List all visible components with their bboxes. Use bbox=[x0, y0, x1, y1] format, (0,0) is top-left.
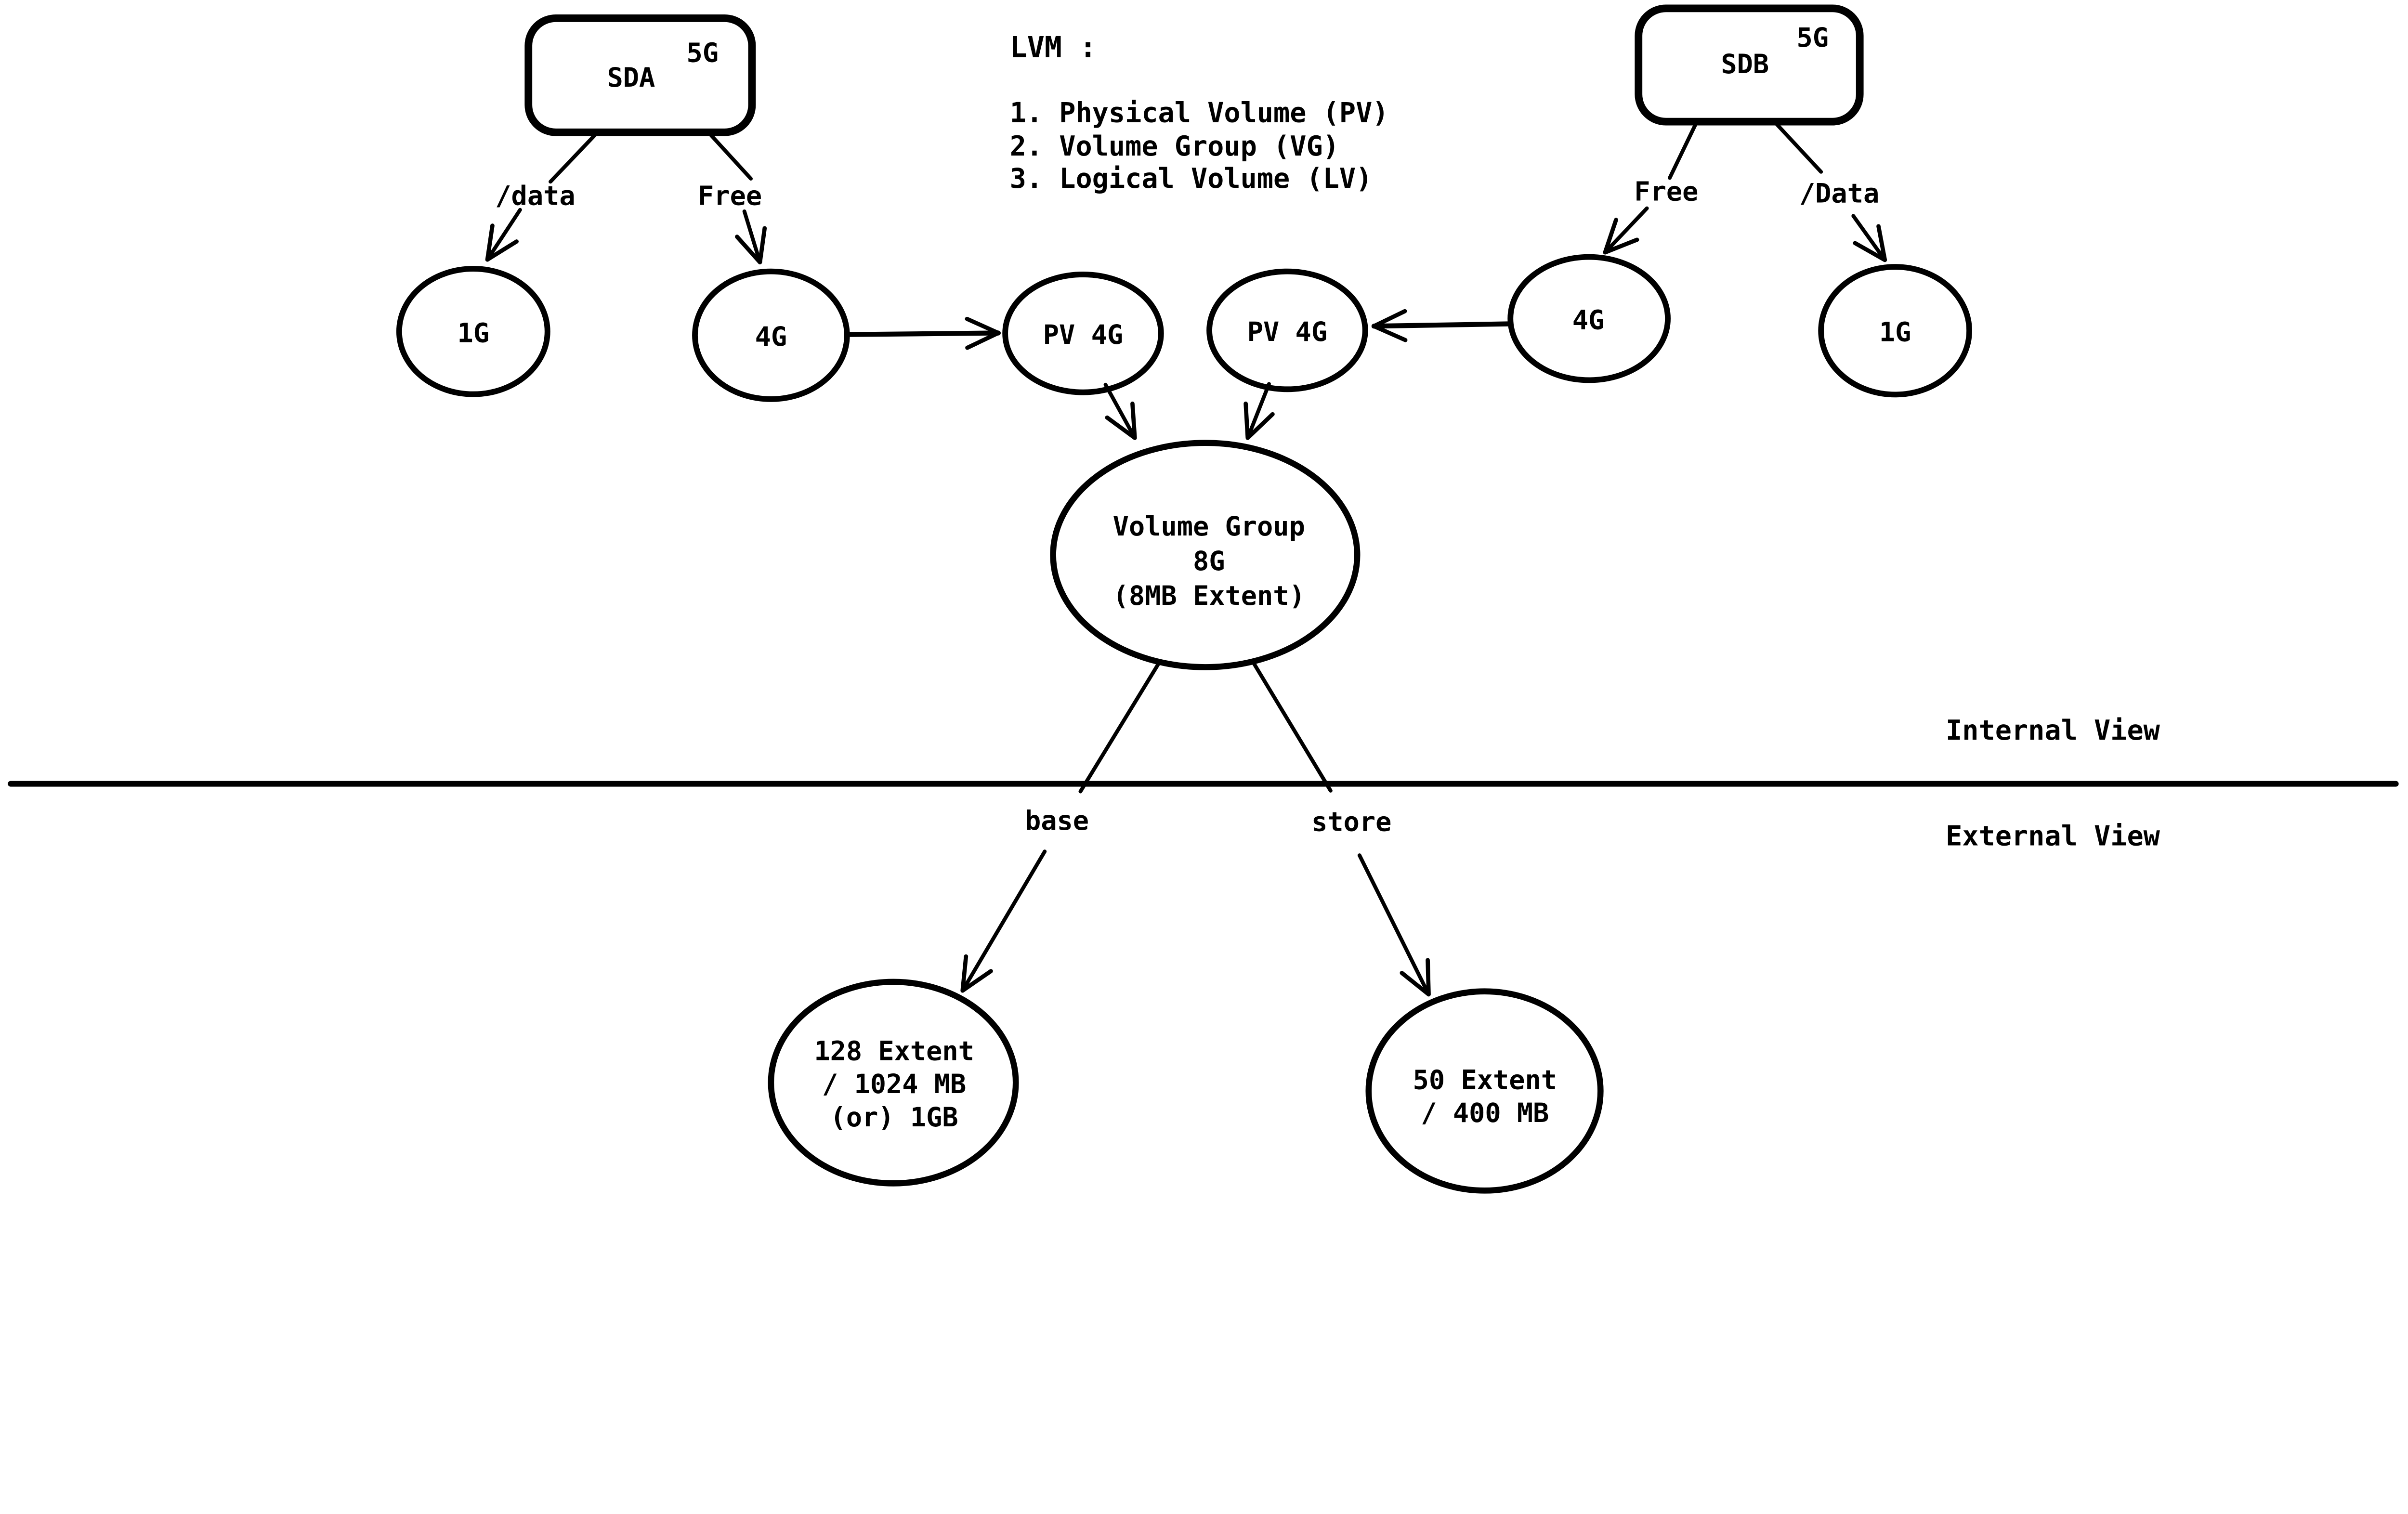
partition-sdb-data-label: 1G bbox=[1879, 317, 1911, 348]
edge-sda-data-seg1 bbox=[549, 131, 598, 184]
edge-vg-to-base-seg1 bbox=[1078, 661, 1161, 794]
lv-store-line2: / 400 MB bbox=[1421, 1098, 1549, 1129]
lv-base-line1: 128 Extent bbox=[814, 1036, 974, 1067]
edge-label-sdb-free: Free bbox=[1634, 177, 1698, 208]
partition-sda-data-label: 1G bbox=[458, 318, 490, 349]
legend-item-pv: 1. Physical Volume (PV) bbox=[1010, 97, 1389, 129]
whiteboard-canvas: 5G SDA 5G SDB LVM : 1. Physical Volume (… bbox=[8, 4, 2399, 1194]
edge-vg-to-store-seg1 bbox=[1252, 661, 1333, 793]
edge-sdb-data-seg2 bbox=[1851, 214, 1887, 262]
edge-sdb-free-seg2 bbox=[1603, 206, 1649, 255]
partition-sda-free-label: 4G bbox=[755, 322, 787, 352]
disk-sdb-label: SDB bbox=[1721, 49, 1769, 80]
legend-title: LVM : bbox=[1010, 31, 1097, 65]
edge-4g-to-pv-left bbox=[847, 316, 1001, 350]
disk-box-sda bbox=[524, 14, 756, 136]
partition-sdb-free-label: 4G bbox=[1572, 305, 1605, 336]
lvm-diagram: 5G SDA 5G SDB LVM : 1. Physical Volume (… bbox=[8, 4, 2399, 1194]
partition-sdb-data-node bbox=[1818, 264, 1972, 398]
volume-group-line1: Volume Group bbox=[1113, 511, 1305, 542]
partition-sda-free-node bbox=[692, 268, 850, 402]
internal-view-label: Internal View bbox=[1946, 715, 2160, 746]
lv-base-node bbox=[768, 979, 1019, 1187]
lv-store-line1: 50 Extent bbox=[1413, 1065, 1557, 1096]
edge-label-sda-data: /data bbox=[495, 181, 575, 211]
pv-left-node bbox=[1002, 272, 1164, 395]
disk-sdb-size: 5G bbox=[1797, 23, 1829, 53]
pv-left-label: PV 4G bbox=[1043, 320, 1123, 351]
legend-item-lv: 3. Logical Volume (LV) bbox=[1010, 163, 1373, 195]
edge-label-sda-free: Free bbox=[698, 181, 762, 211]
lv-store-node bbox=[1365, 988, 1604, 1194]
lv-base-line3: (or) 1GB bbox=[830, 1102, 958, 1133]
volume-group-node bbox=[1050, 440, 1361, 670]
edge-sda-data-seg2 bbox=[485, 208, 522, 262]
disk-box-sdb bbox=[1635, 4, 1864, 126]
external-view-label: External View bbox=[1946, 821, 2160, 852]
pv-right-node bbox=[1206, 268, 1368, 392]
partition-sdb-free-node bbox=[1507, 254, 1671, 383]
edge-label-lv-base: base bbox=[1025, 806, 1089, 836]
edge-sdb-data-seg1 bbox=[1773, 121, 1823, 174]
edge-label-lv-store: store bbox=[1311, 807, 1391, 837]
edge-sda-free-seg2 bbox=[735, 209, 767, 265]
edge-vg-to-base-seg2 bbox=[960, 849, 1047, 993]
volume-group-line2: 8G bbox=[1193, 546, 1225, 577]
partition-sda-data-node bbox=[396, 266, 550, 397]
edge-vg-to-store-seg2 bbox=[1357, 853, 1431, 997]
edge-sda-free-seg1 bbox=[707, 131, 753, 181]
legend-item-vg: 2. Volume Group (VG) bbox=[1010, 131, 1339, 162]
edge-pv-left-to-vg bbox=[1103, 382, 1137, 440]
volume-group-line3: (8MB Extent) bbox=[1113, 581, 1305, 612]
edge-pv-right-to-vg bbox=[1243, 382, 1275, 440]
edge-sdb-free-seg1 bbox=[1668, 121, 1699, 180]
edge-label-sdb-data: /Data bbox=[1799, 179, 1879, 209]
edge-4g-to-pv-right bbox=[1371, 309, 1510, 342]
pv-right-label: PV 4G bbox=[1247, 317, 1327, 348]
lv-base-line2: / 1024 MB bbox=[822, 1069, 966, 1100]
disk-sda-size: 5G bbox=[687, 38, 719, 69]
disk-sda-label: SDA bbox=[607, 63, 655, 93]
